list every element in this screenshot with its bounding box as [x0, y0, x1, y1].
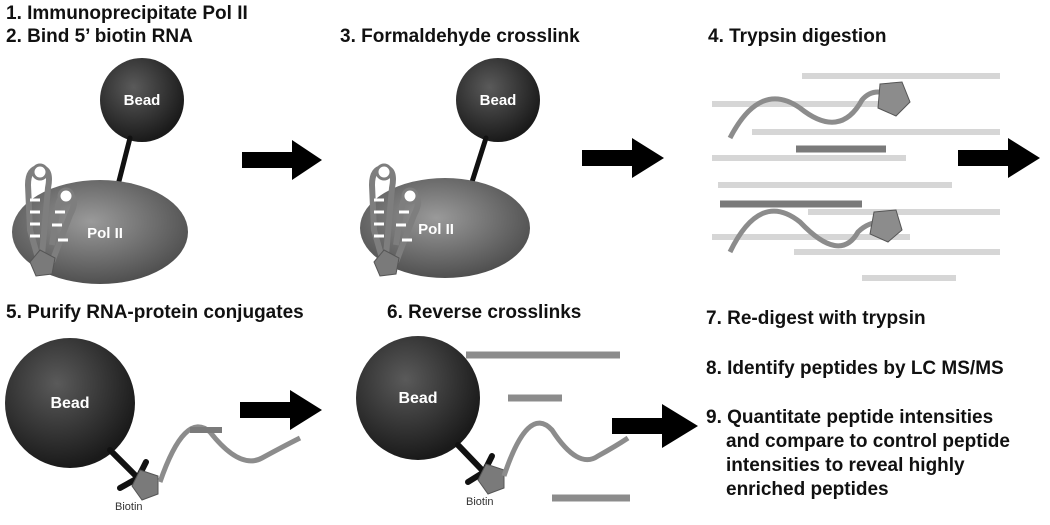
arrow-3 [958, 138, 1040, 178]
rna-5 [157, 424, 302, 483]
arrow-2 [582, 138, 664, 178]
polii-1-label: Pol II [87, 225, 123, 242]
bead-1 [100, 58, 184, 142]
step-5-label: 5. Purify RNA-protein conjugates [6, 302, 304, 323]
step-6-label: 6. Reverse crosslinks [387, 302, 582, 323]
panel-6: Bead Biotin [356, 336, 630, 508]
panel-3: Bead Pol II [360, 58, 540, 278]
arrow-5 [612, 404, 698, 448]
step-8-label: 8. Identify peptides by LC MS/MS [706, 358, 1004, 379]
biotin-6-label: Biotin [466, 496, 494, 508]
step-9-line-2: and compare to control peptide [726, 431, 1010, 452]
rna-6 [501, 420, 630, 477]
bead-6 [356, 336, 480, 460]
arrow-1 [242, 140, 322, 180]
bead-6-label: Bead [398, 390, 437, 407]
step-9-line-1: 9. Quantitate peptide intensities [706, 407, 994, 428]
biotin-6 [477, 463, 505, 495]
step-2-label: 2. Bind 5’ biotin RNA [6, 26, 193, 47]
biotin-1 [29, 249, 56, 277]
rna-4a [727, 89, 889, 140]
polii-3-label: Pol II [418, 221, 454, 238]
bead-5-label: Bead [50, 395, 89, 412]
rna-4b [727, 208, 883, 254]
step-9-label: 9. Quantitate peptide intensities and co… [706, 406, 1046, 502]
step-9-line-4: enriched peptides [726, 479, 889, 500]
arrow-4 [240, 390, 322, 430]
step-7-label: 7. Re-digest with trypsin [706, 308, 926, 329]
panel-5: Bead Biotin [5, 338, 302, 513]
bead-1-label: Bead [124, 92, 161, 109]
step-3-label: 3. Formaldehyde crosslink [340, 26, 580, 47]
panel-1-2: Bead Pol II [12, 58, 188, 284]
step-9-line-3: intensities to reveal highly [726, 455, 965, 476]
bead-3-label: Bead [480, 92, 517, 109]
step-1-label: 1. Immunoprecipitate Pol II [6, 3, 248, 24]
biotin-5 [131, 469, 159, 501]
panel-4 [712, 73, 1000, 281]
biotin-5-label: Biotin [115, 501, 143, 513]
bead-5 [5, 338, 135, 468]
step-4-label: 4. Trypsin digestion [708, 26, 887, 47]
bead-3 [456, 58, 540, 142]
